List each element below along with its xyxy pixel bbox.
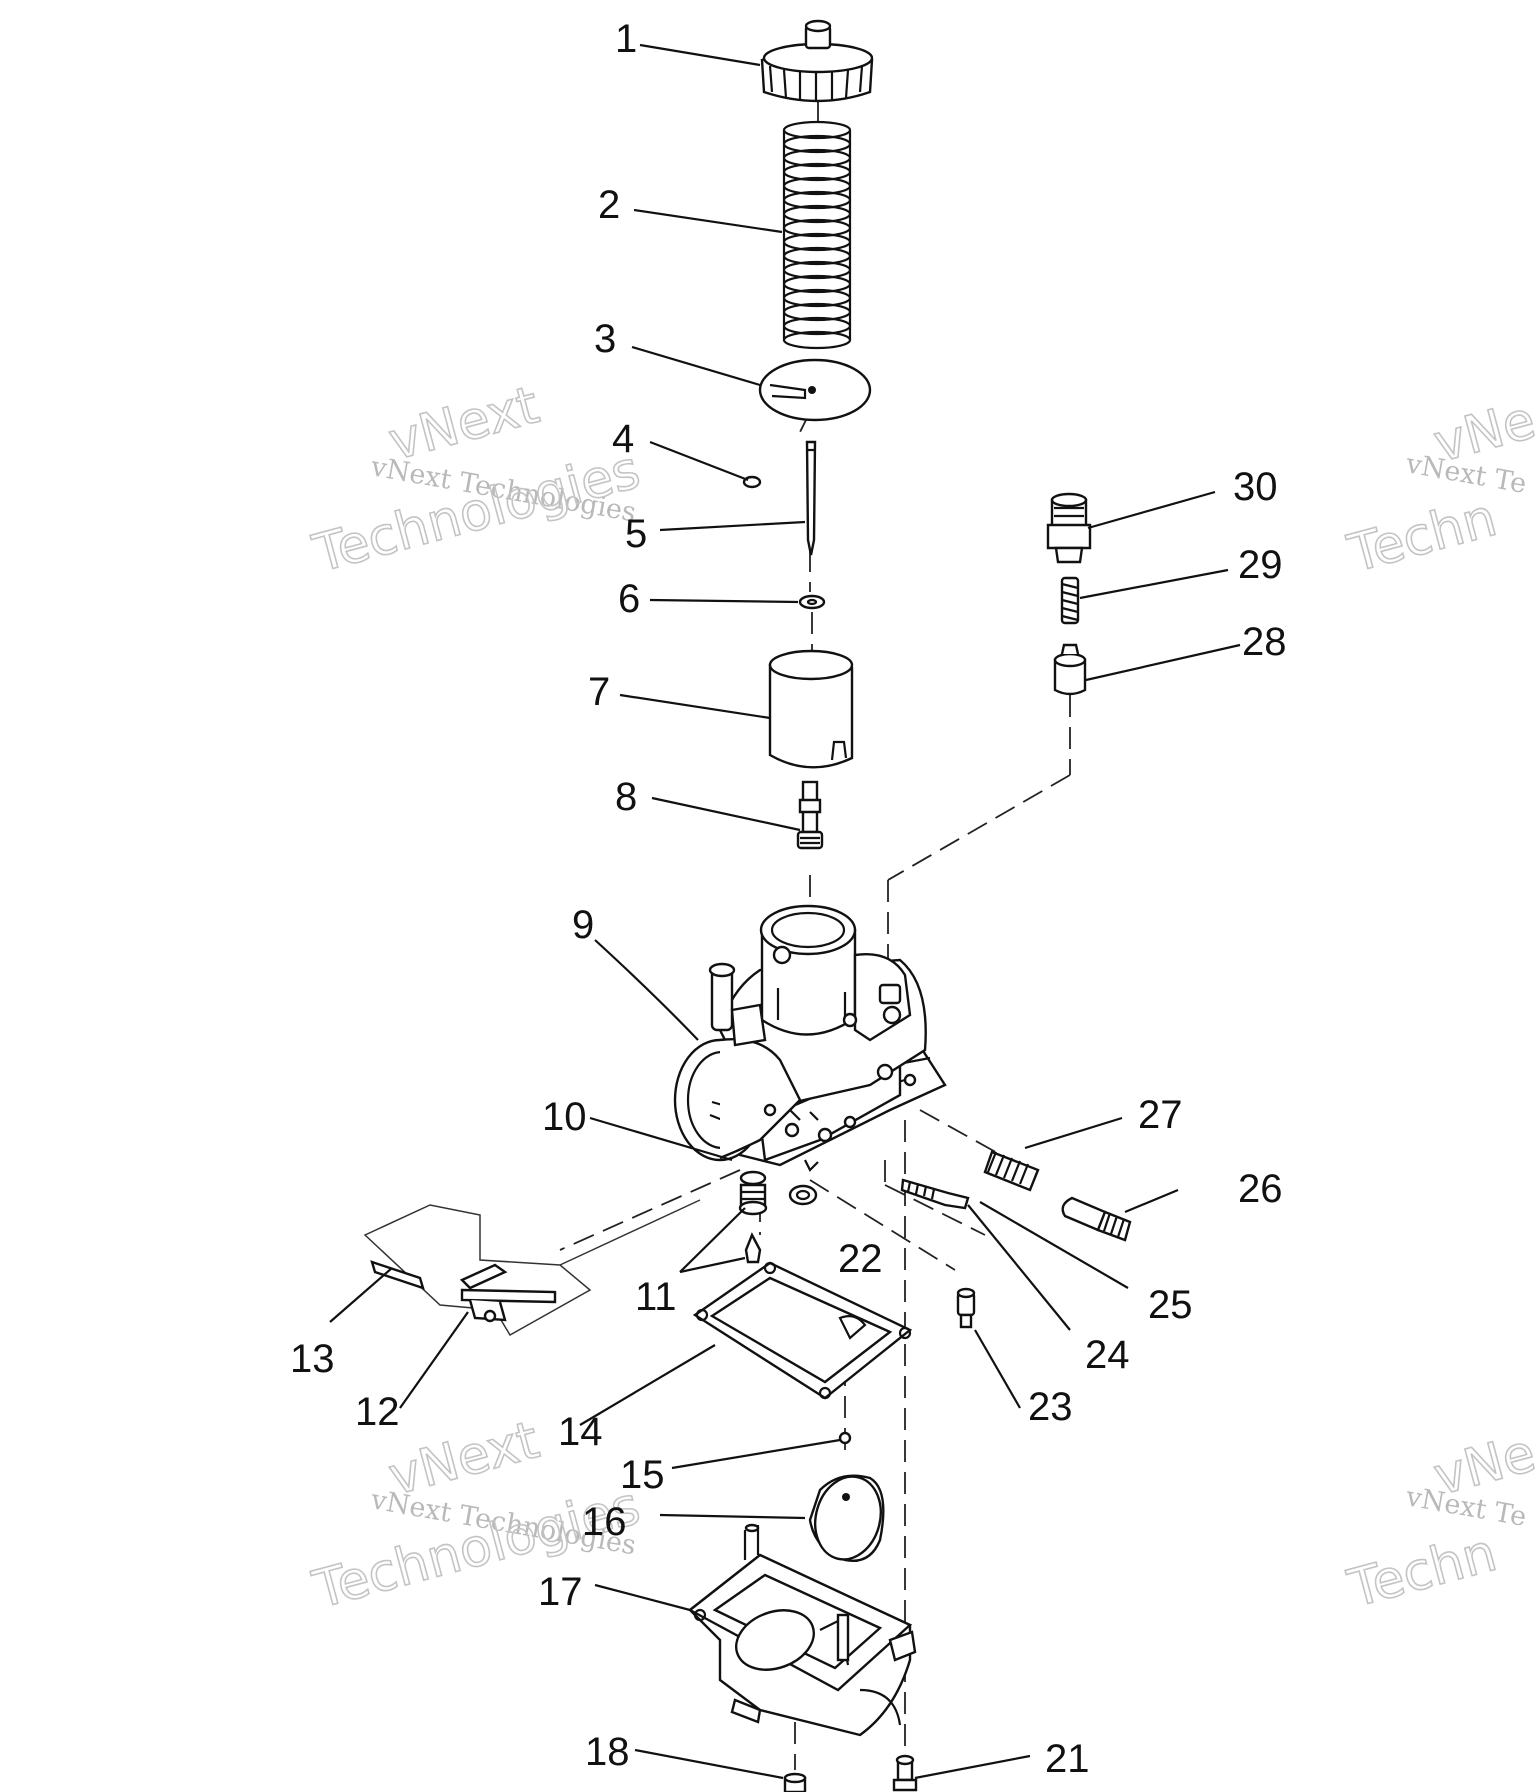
part-small-washer xyxy=(798,594,826,610)
callout-labels: 1 2 3 4 5 6 7 8 9 10 11 12 13 14 15 16 1… xyxy=(290,17,1287,1781)
callout-23: 23 xyxy=(1028,1385,1073,1429)
callout-9: 9 xyxy=(572,903,594,947)
part-drain-screw xyxy=(783,1772,807,1792)
callout-22: 22 xyxy=(838,1237,883,1281)
watermark-right-upper: vNe vNext Te Techn xyxy=(1341,389,1536,585)
callout-8: 8 xyxy=(615,775,637,819)
callout-21: 21 xyxy=(1045,1737,1090,1781)
leader-lines xyxy=(329,43,1241,1780)
part-o-ring xyxy=(788,1184,818,1206)
watermark-edge-bottom: Techn xyxy=(1342,488,1503,585)
callout-30: 30 xyxy=(1233,465,1278,509)
callout-1: 1 xyxy=(615,17,637,61)
watermark-edge-bottom: Techn xyxy=(1342,1523,1503,1620)
part-gasket xyxy=(692,1261,913,1400)
callout-7: 7 xyxy=(588,670,610,714)
callout-18: 18 xyxy=(585,1730,630,1774)
callout-2: 2 xyxy=(598,183,620,227)
callout-3: 3 xyxy=(594,317,616,361)
callout-25: 25 xyxy=(1148,1283,1193,1327)
callout-28: 28 xyxy=(1242,620,1287,664)
callout-16: 16 xyxy=(582,1500,627,1544)
callout-26: 26 xyxy=(1238,1167,1283,1211)
part-idle-screw xyxy=(1061,1196,1132,1242)
part-cap xyxy=(760,19,874,103)
callout-14: 14 xyxy=(558,1410,603,1454)
part-throttle-slide xyxy=(768,649,854,769)
part-float-arm-assembly xyxy=(363,1199,701,1337)
part-pilot-jet xyxy=(956,1287,976,1329)
part-mixture-screw xyxy=(900,1178,970,1210)
callout-29: 29 xyxy=(1238,543,1283,587)
part-carburetor-body xyxy=(673,904,947,1172)
part-bowl-screw xyxy=(892,1754,918,1792)
watermark-right-lower: vNe vNext Te Techn xyxy=(1341,1422,1536,1620)
callout-10: 10 xyxy=(542,1095,587,1139)
callout-15: 15 xyxy=(620,1453,665,1497)
callout-12: 12 xyxy=(355,1390,400,1434)
callout-24: 24 xyxy=(1085,1333,1130,1377)
callout-11: 11 xyxy=(635,1275,677,1319)
part-spring xyxy=(782,120,852,350)
callout-5: 5 xyxy=(625,512,647,556)
part-float xyxy=(808,1474,885,1562)
part-spring-seat xyxy=(758,358,872,422)
part-adjuster-nut xyxy=(1046,492,1092,564)
part-float-valve xyxy=(738,1170,768,1264)
watermark-left-upper: vNext vNext Technologies Technologies xyxy=(306,374,647,585)
part-float-pin xyxy=(838,1431,852,1445)
part-float-bowl xyxy=(687,1523,917,1737)
callout-13: 13 xyxy=(290,1337,335,1381)
part-needle-jet xyxy=(796,780,824,850)
part-needle xyxy=(805,440,817,556)
callout-27: 27 xyxy=(1138,1093,1183,1137)
part-adjuster-cap xyxy=(1053,643,1087,696)
callout-4: 4 xyxy=(612,417,634,461)
callout-6: 6 xyxy=(618,577,640,621)
callout-17: 17 xyxy=(538,1570,583,1614)
part-adjuster-spring xyxy=(1060,576,1080,625)
part-idle-spring xyxy=(983,1150,1040,1192)
